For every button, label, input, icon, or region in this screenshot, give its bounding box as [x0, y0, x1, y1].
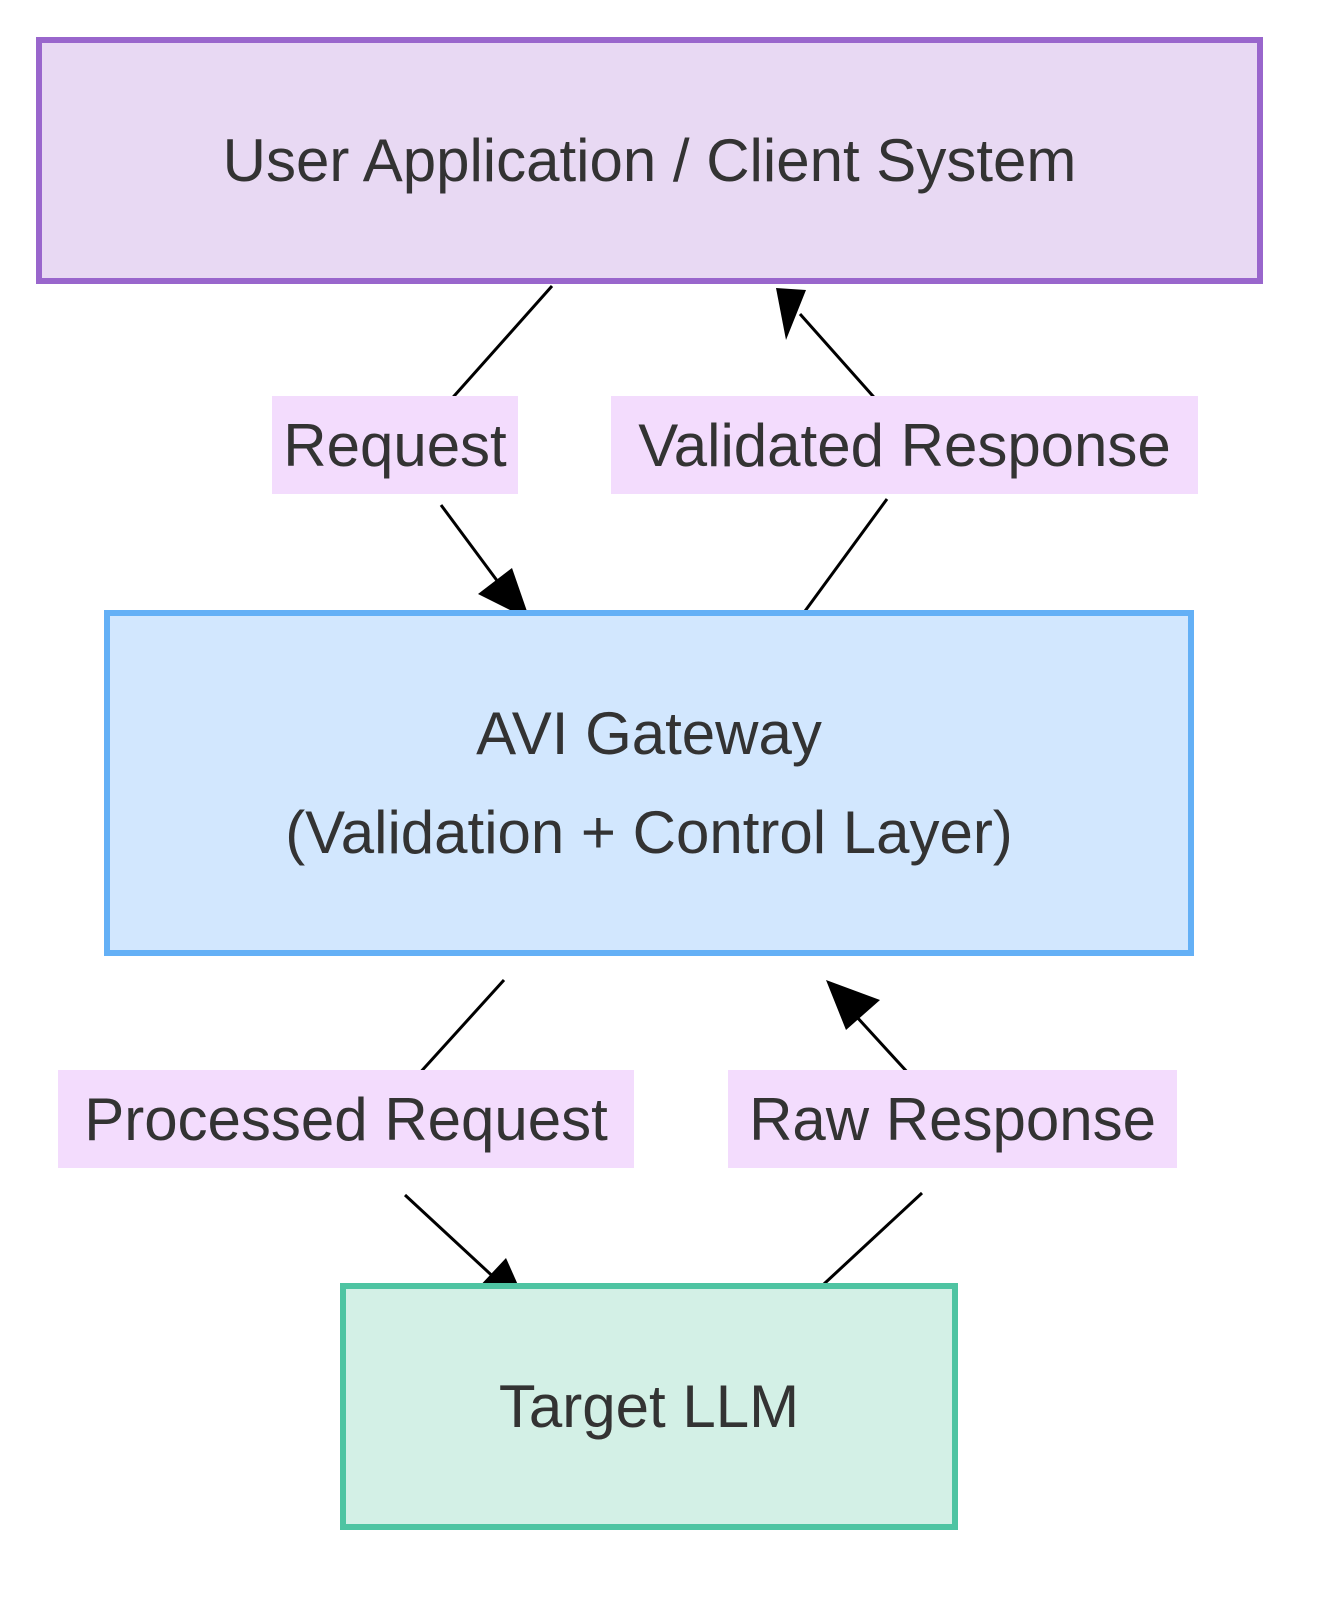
edge-request	[439, 285, 554, 620]
edge-label-validated-response-text: Validated Response	[638, 411, 1171, 479]
node-gateway-title: AVI Gateway	[476, 700, 822, 767]
edge-label-processed-request-text: Processed Request	[84, 1085, 608, 1153]
edge-label-request: Request	[272, 396, 518, 494]
node-avi-gateway: AVI Gateway (Validation + Control Layer)	[104, 610, 1194, 956]
edge-label-processed-request: Processed Request	[58, 1070, 634, 1168]
edge-label-raw-response-text: Raw Response	[749, 1085, 1156, 1153]
arrowhead-raw-response	[826, 980, 880, 1030]
arrowhead-request	[478, 568, 530, 620]
node-target-llm: Target LLM	[340, 1283, 958, 1530]
node-user-application: User Application / Client System	[36, 37, 1263, 284]
node-gateway-subtitle: (Validation + Control Layer)	[285, 799, 1013, 866]
arrowhead-validated-response	[776, 288, 806, 340]
edge-label-request-text: Request	[283, 411, 507, 479]
edge-validated-response	[776, 288, 889, 623]
node-llm-label: Target LLM	[498, 1373, 800, 1440]
edge-label-raw-response: Raw Response	[728, 1070, 1177, 1168]
node-user-label: User Application / Client System	[222, 127, 1077, 194]
edge-label-validated-response: Validated Response	[611, 396, 1198, 494]
